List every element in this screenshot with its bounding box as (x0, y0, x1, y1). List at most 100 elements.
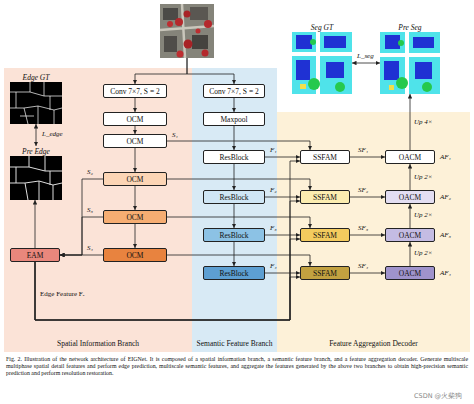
seg-gt-image (296, 35, 312, 49)
pre-edge-image (10, 156, 62, 200)
box-label: OCM (126, 251, 143, 260)
connector (167, 255, 310, 266)
connector (35, 201, 300, 320)
edge-label: Up 2× (414, 173, 433, 181)
input-image (163, 8, 178, 20)
connector (350, 157, 385, 158)
box-label: OACM (399, 153, 422, 162)
box-label: ResBlock (219, 153, 248, 162)
connector (167, 141, 310, 150)
connector (234, 204, 235, 228)
edge-label: SF₂ (358, 186, 368, 194)
connector (167, 179, 310, 190)
input-image (192, 35, 208, 49)
oacm-box: OACM (385, 228, 435, 242)
input-image (196, 29, 201, 34)
image-title: Pre Seg (398, 22, 421, 32)
box-label: ResBlock (219, 193, 248, 202)
seg-gt-image (308, 78, 320, 90)
pre-seg-image (396, 77, 408, 89)
ocm-box: OCM (103, 172, 167, 186)
input-image (190, 7, 208, 20)
edge-label: SF₄ (358, 262, 368, 270)
connector (35, 262, 300, 320)
connector (60, 179, 103, 255)
seg-gt-image (326, 62, 344, 78)
image-title: Edge GT (23, 72, 50, 82)
input-image (160, 4, 214, 58)
panel-title: Semantic Feature Branch (197, 339, 273, 348)
edge-label: S₁ (172, 131, 178, 139)
box-label: ResBlock (219, 269, 248, 278)
connector (350, 197, 385, 198)
oacm-box: OACM (385, 190, 435, 204)
connector (410, 164, 411, 190)
connector (60, 255, 103, 256)
edge-label: Up 4× (414, 118, 433, 126)
pre-edge-image (10, 156, 62, 200)
box-label: OCM (126, 115, 143, 124)
resblock-box: ResBlock (203, 228, 265, 242)
seg-gt-image (335, 82, 345, 92)
input-image (160, 4, 214, 58)
box-label: Maxpool (220, 115, 247, 124)
connector (135, 148, 136, 172)
oacm-box: OACM (385, 266, 435, 280)
connector (234, 126, 235, 150)
image-title: Seg GT (311, 22, 333, 32)
box-label: Conv 7×7, S = 2 (209, 87, 259, 96)
connector (265, 157, 300, 158)
input-arrow (187, 58, 234, 84)
panel-title: Feature Aggregation Decoder (329, 339, 418, 348)
edge-label: F₄ (270, 262, 277, 270)
connector (234, 242, 235, 266)
resblock-box: ResBlock (203, 150, 265, 164)
edge-label: F₃ (270, 224, 277, 232)
connector (60, 217, 103, 255)
edge-label: S₄ (87, 244, 93, 252)
connector (135, 224, 136, 248)
pre-seg-image (385, 35, 400, 49)
pre-seg-image (413, 37, 434, 48)
box-label: ResBlock (219, 231, 248, 240)
box-label: SSFAM (313, 153, 337, 162)
branch-panel: Spatial Information BranchEdge GTPre Edg… (4, 68, 192, 352)
connector (410, 204, 411, 228)
connector (265, 197, 300, 198)
edge-label: L_seg (357, 52, 374, 60)
edge-gt-image (10, 82, 62, 124)
connector (167, 217, 310, 228)
ocm-box: OCM (103, 210, 167, 224)
ssfam-box: SSFAM (300, 266, 350, 280)
box-label: Conv 7×7, S = 2 (110, 87, 160, 96)
box-label: EAM (27, 251, 44, 260)
edge-label: L_edge (42, 130, 63, 138)
box-label: SSFAM (313, 193, 337, 202)
edge-image: Pre Edge (10, 146, 62, 200)
branch-band (192, 68, 277, 352)
box-label: OCM (126, 175, 143, 184)
seg-gt-image (292, 32, 352, 94)
box-label: SSFAM (313, 269, 337, 278)
pre-seg-image (415, 62, 432, 79)
box-label: OACM (399, 193, 422, 202)
pre-seg-image (380, 32, 440, 94)
pre-seg-image (380, 32, 440, 94)
seg-gt-image (296, 60, 310, 80)
input-arrow (135, 58, 187, 84)
input-image (184, 11, 191, 18)
box-label: OCM (126, 137, 143, 146)
pre-seg-image (384, 61, 399, 80)
resblock-box: ResBlock (203, 266, 265, 280)
connector (410, 242, 411, 266)
seg-gt-image (324, 36, 346, 48)
eam-box: EAM (10, 248, 60, 262)
pre-seg-image (380, 32, 440, 94)
edge-label: Up 2× (414, 211, 433, 219)
connector (410, 94, 411, 150)
edge-label: F₁ (270, 146, 277, 154)
box-label: SSFAM (313, 231, 337, 240)
feature-name: AF₄ (440, 269, 451, 277)
edge-gt-image (10, 82, 62, 124)
